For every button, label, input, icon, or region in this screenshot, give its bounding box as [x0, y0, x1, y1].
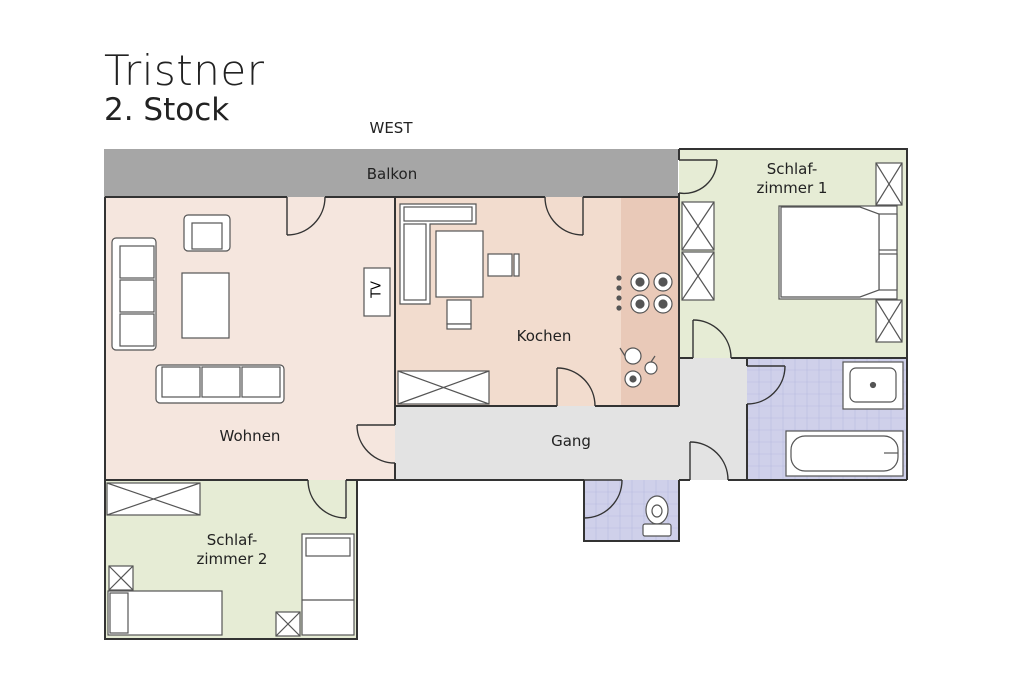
walls [104, 148, 908, 640]
dining-table [435, 230, 484, 298]
toilet [642, 495, 672, 537]
plan-subtitle: 2. Stock [104, 92, 230, 128]
orientation-label: WEST [369, 119, 413, 137]
tv-stand [363, 267, 391, 317]
kochen-furniture [397, 203, 520, 405]
bad-furniture [785, 361, 904, 477]
room-label-schlafzimmer-1-line2: zimmer 1 [756, 179, 828, 197]
stove [616, 272, 673, 314]
room-label-schlafzimmer-2-line2: zimmer 2 [196, 550, 268, 568]
chair-bottom [446, 299, 472, 325]
tv-label: TV [364, 268, 390, 316]
doors [286, 159, 786, 519]
schlafzimmer-2-furniture [106, 482, 355, 637]
room-label-balkon: Balkon [366, 165, 418, 183]
room-label-schlafzimmer-1-line1: Schlaf- [766, 160, 818, 178]
coffee-table [181, 272, 230, 339]
gang-area [395, 406, 747, 480]
balkon-area [104, 149, 678, 197]
room-label-wohnen: Wohnen [219, 427, 281, 445]
chair-right [487, 253, 513, 277]
room-label-gang: Gang [551, 432, 591, 450]
gang-extension-area [679, 358, 747, 406]
wohnen-furniture [111, 214, 391, 404]
room-label-kochen: Kochen [516, 327, 572, 345]
room-label-schlafzimmer-2-line1: Schlaf- [206, 531, 258, 549]
schlafzimmer-1-furniture [681, 162, 903, 343]
plan-title: Tristner [104, 46, 265, 95]
tv-text: TV [369, 281, 385, 298]
pots [619, 347, 658, 388]
